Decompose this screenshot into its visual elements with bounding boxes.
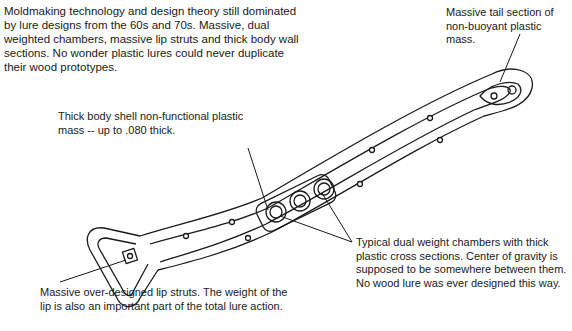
shell-pin [184, 234, 189, 239]
shell-pin [428, 116, 433, 121]
callout-text: Massive over-designed lip struts. The we… [40, 286, 298, 313]
leader-line [248, 148, 268, 210]
callout-text: Thick body shell non-functional plastic … [58, 110, 246, 137]
tail-section [480, 83, 521, 105]
lip-strut [122, 248, 137, 263]
weight-chamber-inner [294, 195, 306, 207]
lip-strut-hole [128, 254, 133, 259]
weight-chamber [266, 202, 286, 222]
leader-line [60, 260, 126, 282]
callout-text: Massive tail section of non-buoyant plas… [446, 6, 568, 47]
shell-pin [358, 182, 363, 187]
tail-pin [491, 93, 497, 99]
callout-text: Typical dual weight chambers with thick … [356, 236, 568, 290]
note-text: Moldmaking technology and design theory … [4, 4, 306, 74]
shell-pin [370, 148, 375, 153]
leader-line [280, 216, 352, 242]
shell-pin [230, 220, 235, 225]
weight-chamber-inner [318, 183, 330, 195]
shell-pin [438, 138, 443, 143]
tail-eye [508, 86, 516, 94]
shell-pin [246, 236, 251, 241]
leader-line [500, 34, 520, 82]
weight-chamber [290, 191, 310, 211]
leader-line [322, 193, 352, 242]
